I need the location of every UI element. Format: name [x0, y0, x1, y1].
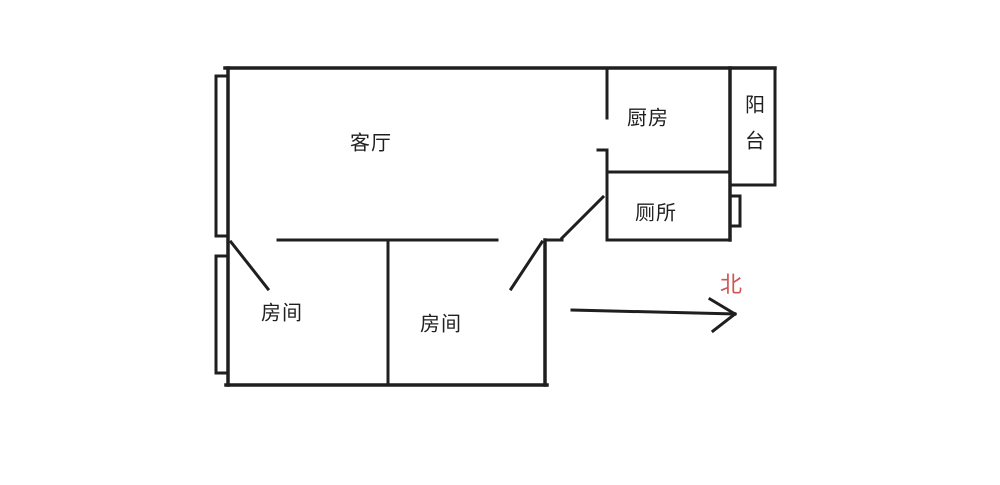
north-label: 北 — [719, 273, 743, 298]
balcony-walls — [728, 66, 777, 187]
label-bedroom-middle: 房间 — [420, 311, 462, 336]
window-left-icon — [214, 74, 230, 375]
label-bedroom-left: 房间 — [261, 300, 303, 325]
outer-walls — [223, 66, 777, 387]
interior-walls — [276, 66, 732, 387]
label-balcony: 阳台 — [741, 94, 766, 166]
label-toilet: 厕所 — [635, 200, 677, 225]
label-living-room: 客厅 — [350, 130, 392, 155]
door-swings — [228, 194, 606, 292]
north-arrow-icon — [570, 296, 738, 334]
label-kitchen: 厨房 — [627, 105, 669, 130]
window-right-icon — [728, 194, 742, 228]
